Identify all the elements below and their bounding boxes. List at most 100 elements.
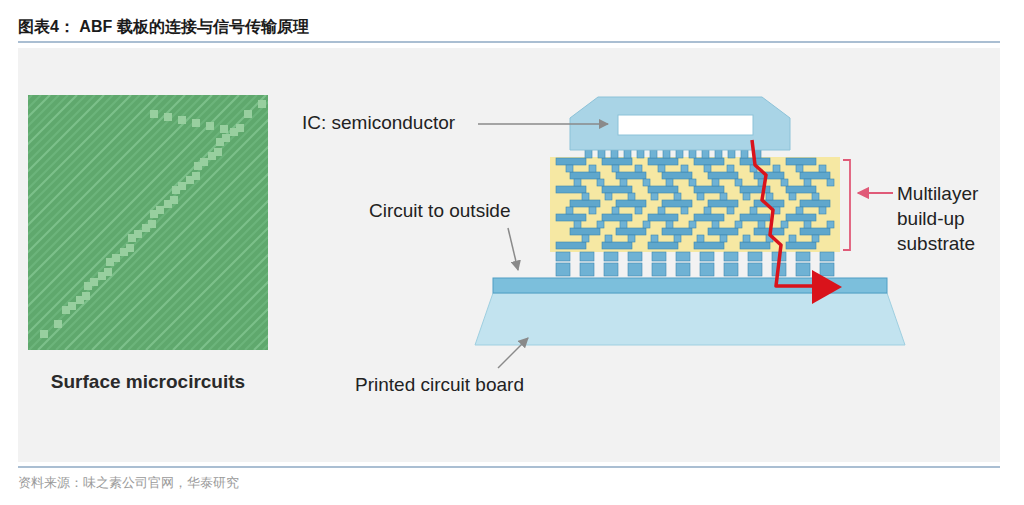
via — [611, 150, 618, 158]
pad-square — [142, 224, 150, 232]
via — [697, 193, 704, 200]
via — [741, 150, 748, 158]
via — [580, 252, 594, 261]
via — [585, 150, 592, 158]
via — [812, 235, 819, 242]
wiring-layer — [602, 242, 632, 249]
trace-line — [28, 95, 77, 350]
wiring-layer — [694, 186, 724, 193]
via — [666, 221, 673, 228]
via — [651, 235, 658, 242]
via — [689, 150, 696, 158]
trace-line — [110, 95, 268, 350]
via — [624, 150, 631, 158]
via — [628, 263, 642, 276]
via — [820, 252, 834, 261]
wiring-layer — [616, 200, 646, 207]
via — [681, 165, 688, 172]
photo-panel: Surface microcircuits — [28, 95, 268, 350]
callout-label: Circuit to outside — [369, 200, 569, 222]
pad-square — [128, 234, 136, 242]
via — [604, 252, 618, 261]
wiring-layer — [800, 172, 830, 179]
pad-square — [220, 125, 228, 133]
pad-square — [244, 110, 252, 118]
via — [766, 193, 773, 200]
pad-square — [84, 282, 92, 290]
trace-line — [38, 95, 268, 350]
via — [674, 235, 681, 242]
via — [720, 193, 727, 200]
via — [796, 165, 803, 172]
pad-square — [150, 210, 158, 218]
caption-rule — [18, 466, 1000, 468]
pad-square — [150, 110, 158, 118]
via — [605, 235, 612, 242]
via — [663, 150, 670, 158]
via — [597, 179, 604, 186]
wiring-layer — [602, 186, 632, 193]
via — [827, 179, 834, 186]
wiring-layer — [556, 214, 586, 221]
panel-caption: Surface microcircuits — [18, 371, 278, 393]
via — [658, 165, 665, 172]
via — [580, 263, 594, 276]
wiring-layer — [556, 158, 586, 165]
wiring-layer — [648, 214, 678, 221]
substrate-wiring — [556, 142, 834, 276]
wiring-layer — [662, 172, 692, 179]
via — [702, 150, 709, 158]
wiring-layer — [786, 186, 816, 193]
via — [697, 235, 704, 242]
pad-square — [106, 258, 114, 266]
substrate-bracket — [843, 160, 850, 250]
via — [796, 207, 803, 214]
pad-square — [192, 119, 200, 127]
via — [735, 179, 742, 186]
via — [720, 235, 727, 242]
via — [819, 207, 826, 214]
trace-line — [28, 95, 131, 350]
via — [676, 150, 683, 158]
leader-arrow — [858, 192, 893, 194]
trace-line — [218, 95, 268, 350]
via — [676, 263, 690, 276]
pad-square — [164, 113, 172, 121]
via — [743, 193, 750, 200]
pad-square — [164, 200, 172, 208]
pad-square — [172, 186, 180, 194]
via — [724, 263, 738, 276]
pad-square — [258, 100, 266, 108]
via — [704, 207, 711, 214]
via — [612, 207, 619, 214]
microcircuit-pattern — [28, 95, 268, 350]
wiring-layer — [786, 214, 816, 221]
signal-path — [752, 140, 842, 304]
via — [597, 221, 604, 228]
via — [735, 221, 742, 228]
via — [637, 150, 644, 158]
via — [700, 252, 714, 261]
wiring-layer — [602, 214, 632, 221]
via — [635, 165, 642, 172]
signal-line — [752, 140, 818, 286]
via — [658, 207, 665, 214]
pad-square — [98, 272, 106, 280]
via — [643, 221, 650, 228]
wiring-layer — [648, 242, 678, 249]
wiring-layer — [694, 214, 724, 221]
via — [781, 221, 788, 228]
leader-arrow — [478, 123, 608, 125]
wiring-layer — [786, 158, 816, 165]
via — [650, 150, 657, 158]
wiring-layer — [570, 228, 600, 235]
via — [728, 150, 735, 158]
pad-square — [62, 306, 70, 314]
via — [781, 179, 788, 186]
wiring-layer — [800, 228, 830, 235]
title-rule — [18, 41, 1000, 43]
wiring-layer — [754, 172, 784, 179]
via — [676, 252, 690, 261]
via — [812, 193, 819, 200]
